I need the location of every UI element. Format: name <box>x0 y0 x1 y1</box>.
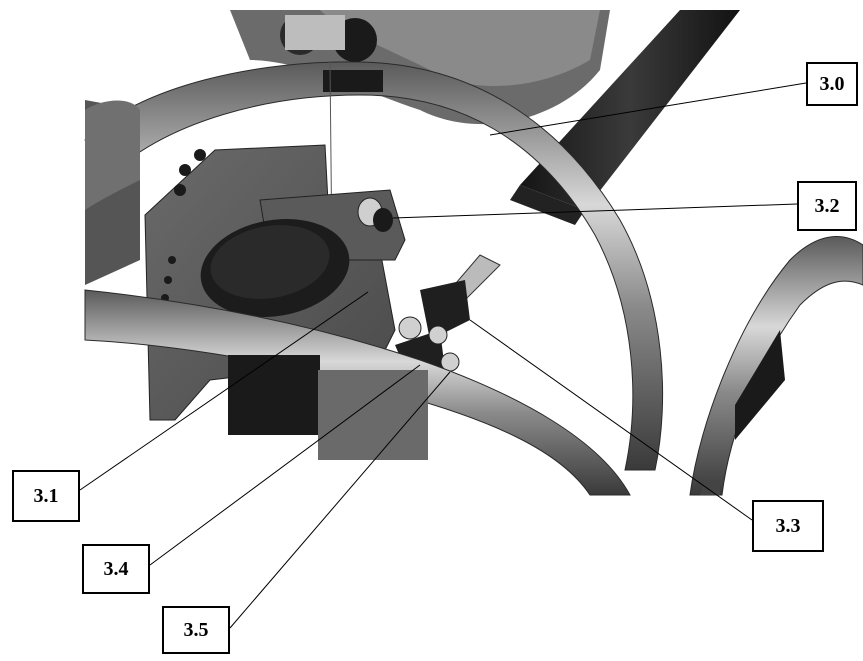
callout-3.0: 3.0 <box>806 62 858 106</box>
leader-3.0 <box>489 82 807 136</box>
leader-3.4 <box>149 364 421 566</box>
lower-tube <box>84 289 631 496</box>
callout-3.4: 3.4 <box>82 544 150 594</box>
callout-3.1: 3.1 <box>12 470 80 522</box>
callout-3.5: 3.5 <box>162 606 230 654</box>
leader-3.1 <box>79 291 369 491</box>
seat-top <box>230 10 610 125</box>
callout-3.3: 3.3 <box>752 500 824 552</box>
leader-3.3 <box>469 319 753 521</box>
leader-lines <box>79 82 807 629</box>
foot-pad <box>200 218 350 318</box>
leader-3.5 <box>229 371 451 629</box>
left-frame <box>85 100 140 285</box>
right-tube <box>689 236 863 496</box>
arch-tube <box>84 61 664 471</box>
callout-3.2: 3.2 <box>797 181 857 231</box>
leader-3.2 <box>392 203 798 219</box>
pin <box>357 197 393 232</box>
